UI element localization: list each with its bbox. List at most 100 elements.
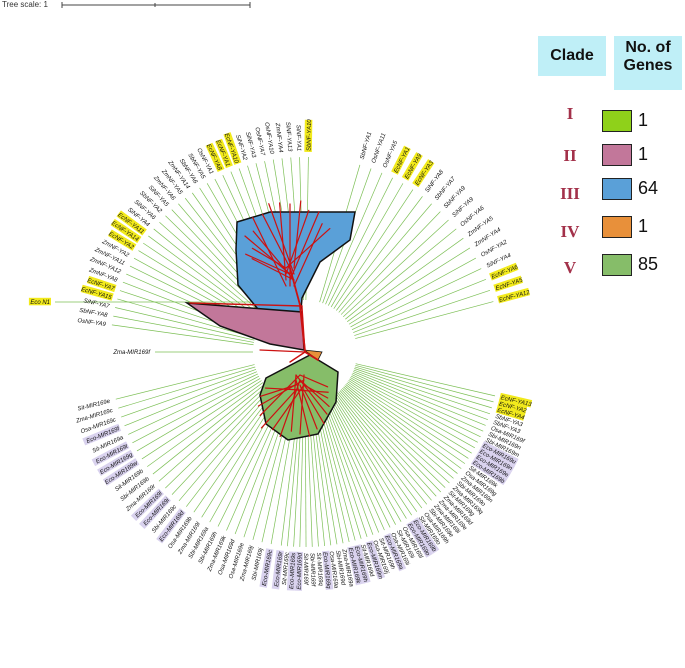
leaf-line (348, 380, 469, 459)
tree-branch (293, 223, 323, 287)
leaf-line (355, 364, 494, 403)
label-highlight (271, 549, 284, 590)
tree-branch (299, 379, 330, 408)
leaf-label: Sit-MIR169q (315, 552, 323, 586)
tree-branch (252, 216, 287, 287)
tree-branch (259, 349, 306, 353)
leaf-line (339, 390, 437, 497)
leaf-line (141, 380, 262, 460)
leaf-line (115, 307, 255, 341)
label-highlight (156, 508, 186, 544)
leaf-line (330, 397, 402, 522)
label-highlight (205, 142, 225, 172)
clade-label: III (560, 184, 580, 203)
leaf-line (178, 391, 272, 502)
leaf-line (350, 377, 476, 449)
leaf-line (345, 228, 457, 320)
leaf-line (354, 366, 492, 409)
leaf-line (322, 400, 374, 535)
leaf-line (353, 369, 489, 420)
leaf-line (350, 375, 478, 443)
leaf-line (321, 401, 368, 537)
leaf-label: Eco-MIR169s (286, 551, 297, 591)
leaf-label: Zma-MIR169f (112, 350, 151, 356)
leaf-line (325, 399, 385, 531)
label-highlight (477, 446, 516, 473)
tree-branch (259, 374, 301, 417)
tree-branch (259, 384, 297, 397)
leaf-line (340, 389, 442, 493)
leaf-label: SbNF-YA10 (304, 119, 313, 153)
leaf-line (128, 373, 259, 435)
leaf-label-text: Sit-MIR169f (302, 553, 308, 586)
leaf-label-text: Eco-MIR169s (289, 553, 297, 590)
label-highlight (391, 145, 411, 175)
leaf-line (113, 315, 254, 343)
label-highlight (401, 152, 423, 181)
leaf-label-text: SiNF-YA1 (295, 125, 302, 152)
leaf-line (335, 393, 423, 509)
label-highlight (80, 284, 114, 301)
label-highlight (97, 449, 135, 477)
leaf-line (349, 378, 472, 454)
leaf-line (327, 398, 391, 528)
leaf-label: SbNF-YA1 (360, 131, 374, 160)
leaf-label: OsNF-YA7 (253, 127, 265, 157)
leaf-label: Osa-MIR169a (328, 551, 339, 589)
gene-count: 64 (638, 178, 659, 198)
leaf-label: Eco-MIR169q (321, 550, 334, 590)
tree-branch (285, 209, 310, 275)
tree-branch (278, 202, 287, 281)
tree-branch (260, 389, 297, 429)
leaf-line (347, 237, 464, 322)
leaf-line (344, 385, 454, 479)
clade-label: II (563, 146, 577, 165)
leaf-label-text: Sbi-MIR169f (308, 553, 315, 588)
leaf-label-text: Sit-MIR169c (282, 552, 291, 585)
tree-branch (289, 351, 306, 363)
tree-branch (303, 389, 325, 425)
leaf-label: Sbi-MIR169d (334, 550, 346, 586)
leaf-label-text: SiNF-YA13 (284, 122, 292, 153)
leaf-line (354, 368, 491, 415)
gene-count: 1 (638, 216, 649, 236)
leaf-line (118, 366, 256, 409)
leaf-line (186, 393, 274, 507)
gene-count: 85 (638, 254, 659, 274)
leaf-line (330, 183, 404, 308)
leaf-label: Eco-MIR169d (294, 551, 304, 591)
label-highlight (347, 545, 364, 586)
tree-branch (261, 213, 291, 269)
tree-branch (251, 247, 287, 269)
label-highlight (489, 262, 519, 281)
clade-label: V (563, 258, 577, 277)
legend-clade-header: Clade (538, 36, 606, 76)
leaf-line (115, 364, 255, 400)
leaf-line (319, 401, 362, 539)
clade-i-swatch (602, 110, 632, 132)
label-highlight (28, 297, 51, 306)
label-highlight (259, 548, 274, 588)
leaf-label-text: ZmNF-YA4 (274, 122, 284, 154)
leaf-label-text: SbNF-YA1 (360, 131, 374, 160)
leaf-label: Eco-MIR169r (271, 549, 285, 590)
leaf-label: Eco N1 (28, 297, 51, 306)
label-highlight (474, 452, 512, 479)
tree-branch (289, 211, 320, 281)
leaf-line (346, 382, 462, 469)
label-highlight (383, 532, 407, 572)
leaf-line (325, 172, 383, 305)
label-highlight (321, 550, 334, 590)
tree-branch (245, 253, 291, 275)
label-highlight (497, 287, 531, 304)
leaf-label: Sit-MIR169f (302, 553, 308, 586)
leaf-line (132, 375, 260, 444)
leaf-label-text: Eco-MIR169q (321, 552, 331, 590)
leaf-line (337, 392, 428, 505)
label-highlight (499, 392, 533, 408)
leaf-line (158, 386, 267, 482)
label-highlight (102, 458, 140, 486)
label-highlight (107, 229, 137, 251)
leaf-label: Sbi-MIR169f (308, 553, 315, 588)
label-highlight (406, 520, 433, 558)
